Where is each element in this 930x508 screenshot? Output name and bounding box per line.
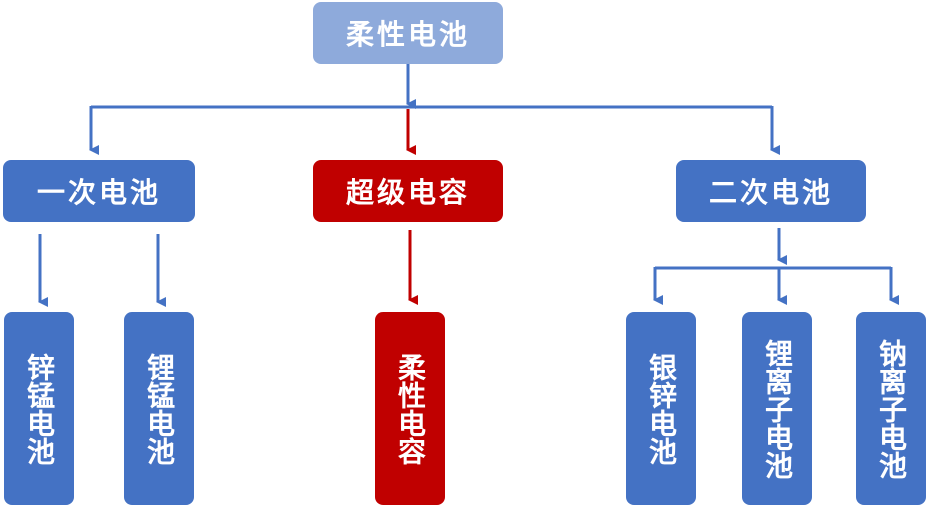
leaf-zinc-manganese-battery: 锌锰电池 <box>4 312 74 505</box>
leaf-silver-zinc-battery: 银锌电池 <box>626 312 696 505</box>
leaf-flexible-capacitor: 柔性电容 <box>375 312 445 505</box>
category-secondary-battery: 二次电池 <box>676 160 866 222</box>
leaf-lithium-ion-battery: 锂离子电池 <box>742 312 812 505</box>
leaf-sodium-ion-battery: 钠离子电池 <box>856 312 926 505</box>
category-primary-battery: 一次电池 <box>3 160 195 222</box>
root-node-flexible-battery: 柔性电池 <box>313 2 503 64</box>
leaf-lithium-manganese-battery: 锂锰电池 <box>124 312 194 505</box>
category-supercapacitor: 超级电容 <box>313 160 503 222</box>
